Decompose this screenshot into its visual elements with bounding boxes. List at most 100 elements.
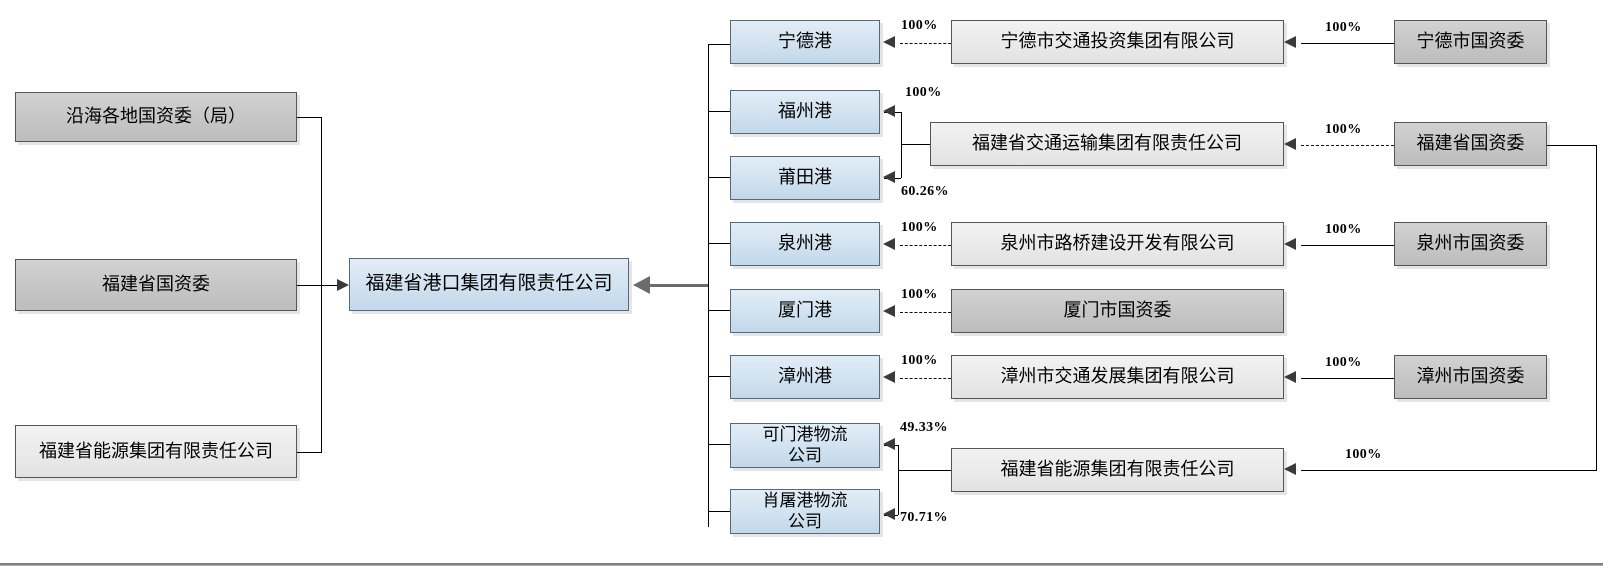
pct-quanzhou-port: 100% <box>901 220 938 235</box>
arrowhead-xiamen-port <box>883 305 895 317</box>
pct-fujian-transport: 100% <box>1325 122 1362 137</box>
ports-trunk-vertical <box>708 44 709 527</box>
arrowhead-quanzhou-luqiao <box>1284 238 1296 250</box>
box-zhangzhou-transport-dev[interactable]: 漳州市交通发展集团有限公司 <box>951 355 1284 399</box>
arrowhead-into-port-group-left <box>337 279 349 291</box>
box-label: 肖屠港物流 公司 <box>762 491 848 531</box>
stub-ningde-port <box>708 44 730 45</box>
arrowhead-kemen-logistics <box>883 438 895 450</box>
pct-putian-port: 60.26% <box>901 184 949 199</box>
box-zhangzhou-sasac[interactable]: 漳州市国资委 <box>1394 355 1547 399</box>
pct-fuzhou-port: 100% <box>905 85 942 100</box>
connector-fujian-sasac-to-trunk <box>297 285 322 286</box>
pct-kemen-logistics: 49.33% <box>900 420 948 435</box>
box-xiaotu-logistics[interactable]: 肖屠港物流 公司 <box>730 489 880 534</box>
box-label: 厦门市国资委 <box>1063 300 1172 321</box>
arrowhead-ningde-port <box>883 36 895 48</box>
box-xiamen-sasac-mid[interactable]: 厦门市国资委 <box>951 289 1284 333</box>
box-label: 可门港物流 公司 <box>762 425 848 465</box>
edge-xiamen-sasac-to-port <box>900 312 951 313</box>
arrowhead-fujian-transport <box>1284 138 1296 150</box>
edge-quanzhou-sasac-to-luqiao <box>1301 245 1394 246</box>
stub-fuzhou-port <box>708 111 730 112</box>
arrowhead-zhangzhou-port <box>883 371 895 383</box>
edge-transport-stem <box>901 144 930 145</box>
edge-energy-stem <box>898 470 951 471</box>
edge-ningde-invest-to-port <box>900 43 951 44</box>
box-label: 宁德市交通投资集团有限公司 <box>1000 31 1235 52</box>
stub-quanzhou-port <box>708 243 730 244</box>
box-fujian-transport-group[interactable]: 福建省交通运输集团有限责任公司 <box>930 122 1284 166</box>
box-label: 莆田港 <box>778 167 832 188</box>
box-quanzhou-sasac[interactable]: 泉州市国资委 <box>1394 222 1547 266</box>
box-fujian-sasac-left[interactable]: 福建省国资委 <box>15 259 297 311</box>
stub-kemen-logistics <box>708 444 730 445</box>
box-xiamen-port[interactable]: 厦门港 <box>730 289 880 333</box>
box-label: 沿海各地国资委（局） <box>66 106 246 127</box>
box-coastal-sasac[interactable]: 沿海各地国资委（局） <box>15 92 297 142</box>
stub-xiaotu-logistics <box>708 511 730 512</box>
stub-putian-port <box>708 177 730 178</box>
arrowhead-quanzhou-port <box>883 238 895 250</box>
box-label: 福建省港口集团有限责任公司 <box>365 273 613 295</box>
box-label: 漳州市交通发展集团有限公司 <box>1000 366 1235 387</box>
pct-ningde-invest: 100% <box>1325 20 1362 35</box>
stub-zhangzhou-port <box>708 376 730 377</box>
box-label: 福建省国资委 <box>1416 133 1525 154</box>
box-label: 福建省能源集团有限责任公司 <box>39 440 273 461</box>
box-quanzhou-luqiao[interactable]: 泉州市路桥建设开发有限公司 <box>951 222 1284 266</box>
box-label: 宁德港 <box>778 31 832 52</box>
arrowhead-zhangzhou-dev <box>1284 371 1296 383</box>
box-label: 厦门港 <box>778 300 832 321</box>
left-trunk-to-group <box>321 285 339 286</box>
box-label: 泉州市国资委 <box>1416 233 1525 254</box>
box-label: 漳州港 <box>778 366 832 387</box>
edge-fujian-sasac-down-right <box>1596 145 1597 470</box>
edge-fujian-sasac-to-transport <box>1301 145 1394 146</box>
box-label: 泉州市路桥建设开发有限公司 <box>1000 233 1235 254</box>
pct-xiamen-port: 100% <box>901 287 938 302</box>
pct-quanzhou-luqiao: 100% <box>1325 222 1362 237</box>
edge-luqiao-to-quanzhou-port <box>900 245 951 246</box>
box-fujian-port-group[interactable]: 福建省港口集团有限责任公司 <box>349 258 629 311</box>
pct-xiaotu-logistics: 70.71% <box>900 510 948 525</box>
edge-fujian-sasac-to-energy-mid <box>1301 470 1597 471</box>
box-ningde-sasac[interactable]: 宁德市国资委 <box>1394 20 1547 64</box>
box-fuzhou-port[interactable]: 福州港 <box>730 90 880 134</box>
pct-zhangzhou-dev: 100% <box>1325 355 1362 370</box>
box-zhangzhou-port[interactable]: 漳州港 <box>730 355 880 399</box>
arrowhead-into-port-group-right <box>633 276 650 294</box>
box-label: 福州港 <box>778 101 832 122</box>
edge-zhangzhou-dev-to-port <box>900 378 951 379</box>
pct-zhangzhou-port: 100% <box>901 353 938 368</box>
pct-fujian-energy-mid: 100% <box>1345 447 1382 462</box>
box-label: 福建省国资委 <box>102 274 210 295</box>
arrowhead-fuzhou-port <box>883 105 895 117</box>
edge-transport-bracket-vertical <box>901 112 902 178</box>
box-label: 泉州港 <box>778 233 832 254</box>
box-ningde-transport-invest[interactable]: 宁德市交通投资集团有限公司 <box>951 20 1284 64</box>
box-label: 宁德市国资委 <box>1416 31 1525 52</box>
box-fujian-energy-mid[interactable]: 福建省能源集团有限责任公司 <box>951 448 1284 492</box>
ports-trunk-to-group-line <box>650 284 708 287</box>
box-kemen-logistics[interactable]: 可门港物流 公司 <box>730 423 880 468</box>
box-label: 福建省交通运输集团有限责任公司 <box>972 133 1242 154</box>
edge-fujian-sasac-out-right <box>1547 145 1597 146</box>
arrowhead-ningde-invest <box>1284 36 1296 48</box>
box-label: 福建省能源集团有限责任公司 <box>1000 459 1235 480</box>
edge-zhangzhou-sasac-to-dev <box>1301 378 1394 379</box>
box-quanzhou-port[interactable]: 泉州港 <box>730 222 880 266</box>
footer-rule <box>0 563 1603 566</box>
connector-energy-to-trunk <box>297 452 322 453</box>
box-fujian-sasac-right[interactable]: 福建省国资委 <box>1394 122 1547 166</box>
arrowhead-xiaotu-logistics <box>883 508 895 520</box>
box-fujian-energy-left[interactable]: 福建省能源集团有限责任公司 <box>15 425 297 478</box>
pct-ningde-port: 100% <box>901 18 938 33</box>
box-label: 漳州市国资委 <box>1416 366 1525 387</box>
arrowhead-putian-port <box>883 171 895 183</box>
box-ningde-port[interactable]: 宁德港 <box>730 20 880 64</box>
arrowhead-fujian-energy-mid <box>1284 463 1296 475</box>
box-putian-port[interactable]: 莆田港 <box>730 156 880 200</box>
connector-coastal-to-trunk <box>297 117 322 118</box>
